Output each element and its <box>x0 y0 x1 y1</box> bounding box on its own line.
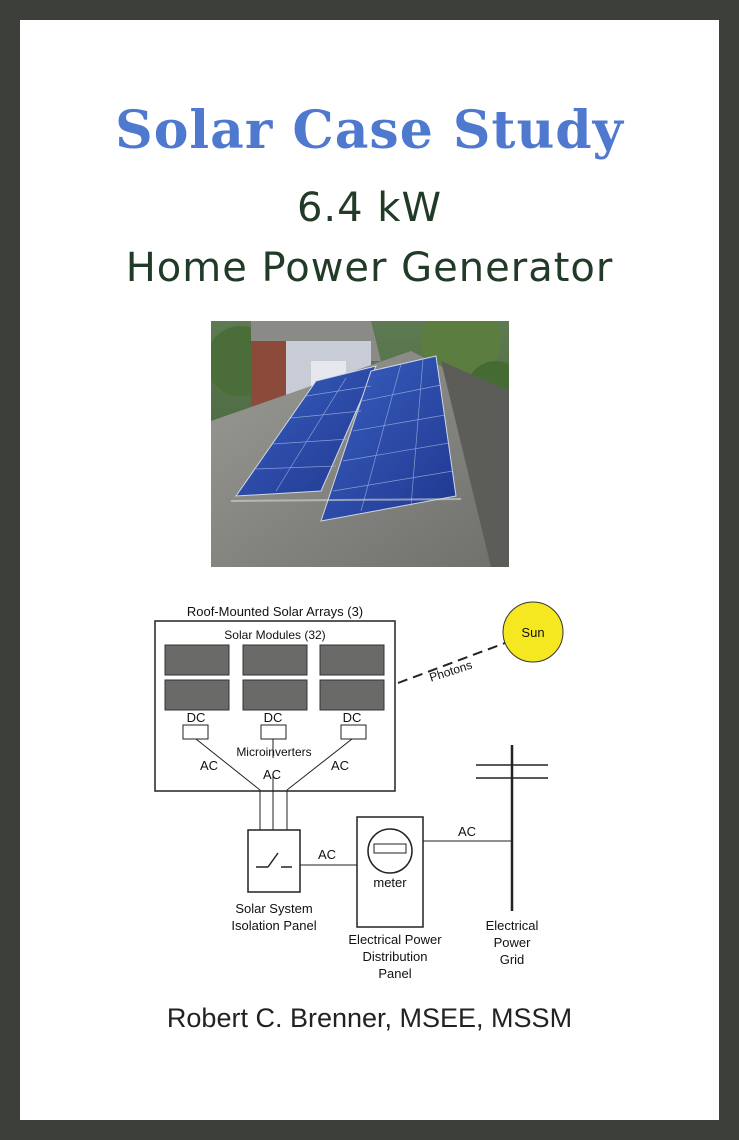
distribution-label-line2: Distribution <box>362 949 427 964</box>
solar-module <box>319 644 385 676</box>
solar-module <box>242 679 308 711</box>
arrays-label: Roof-Mounted Solar Arrays (3) <box>187 604 363 619</box>
dc-label-left: DC <box>187 710 206 725</box>
switch-icon <box>256 852 292 868</box>
photons-label: Photons <box>428 658 474 685</box>
sun-icon <box>502 601 564 663</box>
distribution-label-line3: Panel <box>378 966 411 981</box>
rooftop-solar-photo <box>211 321 509 567</box>
isolation-panel-label-line1: Solar System <box>235 901 312 916</box>
ac-label-right: AC <box>331 758 349 773</box>
book-title: Solar Case Study <box>115 100 624 161</box>
solar-module <box>164 679 230 711</box>
ac-label-grid: AC <box>458 824 476 839</box>
grid-label-line1: Electrical <box>486 918 539 933</box>
solar-module <box>242 644 308 676</box>
author-name: Robert C. Brenner, MSEE, MSSM <box>166 1003 573 1033</box>
sun-label: Sun <box>521 625 544 640</box>
isolation-panel-box <box>247 829 301 893</box>
grid-label-line3: Grid <box>500 952 525 967</box>
meter-label: meter <box>373 875 407 890</box>
meter-display <box>373 843 407 854</box>
modules-label: Solar Modules (32) <box>224 628 325 642</box>
solar-arrays-box <box>154 620 396 792</box>
dc-label-center: DC <box>264 710 283 725</box>
grid-label-line2: Power <box>494 935 532 950</box>
ac-label-left: AC <box>200 758 218 773</box>
solar-module <box>319 679 385 711</box>
distribution-panel-box <box>356 816 424 928</box>
system-diagram: Roof-Mounted Solar Arrays (3) Solar Modu… <box>154 601 564 981</box>
microinverter <box>182 724 209 740</box>
dc-label-right: DC <box>343 710 362 725</box>
distribution-label-line1: Electrical Power <box>348 932 442 947</box>
meter-dial-icon <box>367 828 413 874</box>
ac-label-isolation: AC <box>318 847 336 862</box>
microinverter <box>260 724 287 740</box>
microinverter <box>340 724 367 740</box>
microinverters-label: Microinverters <box>236 745 311 759</box>
subtitle-home-power-generator: Home Power Generator <box>125 245 614 291</box>
isolation-panel-label-line2: Isolation Panel <box>231 918 316 933</box>
subtitle-power-rating: 6.4 kW <box>296 185 443 231</box>
solar-module <box>164 644 230 676</box>
cover-page <box>20 20 719 1120</box>
utility-pole-icon <box>476 745 548 911</box>
ac-label-center: AC <box>263 767 281 782</box>
